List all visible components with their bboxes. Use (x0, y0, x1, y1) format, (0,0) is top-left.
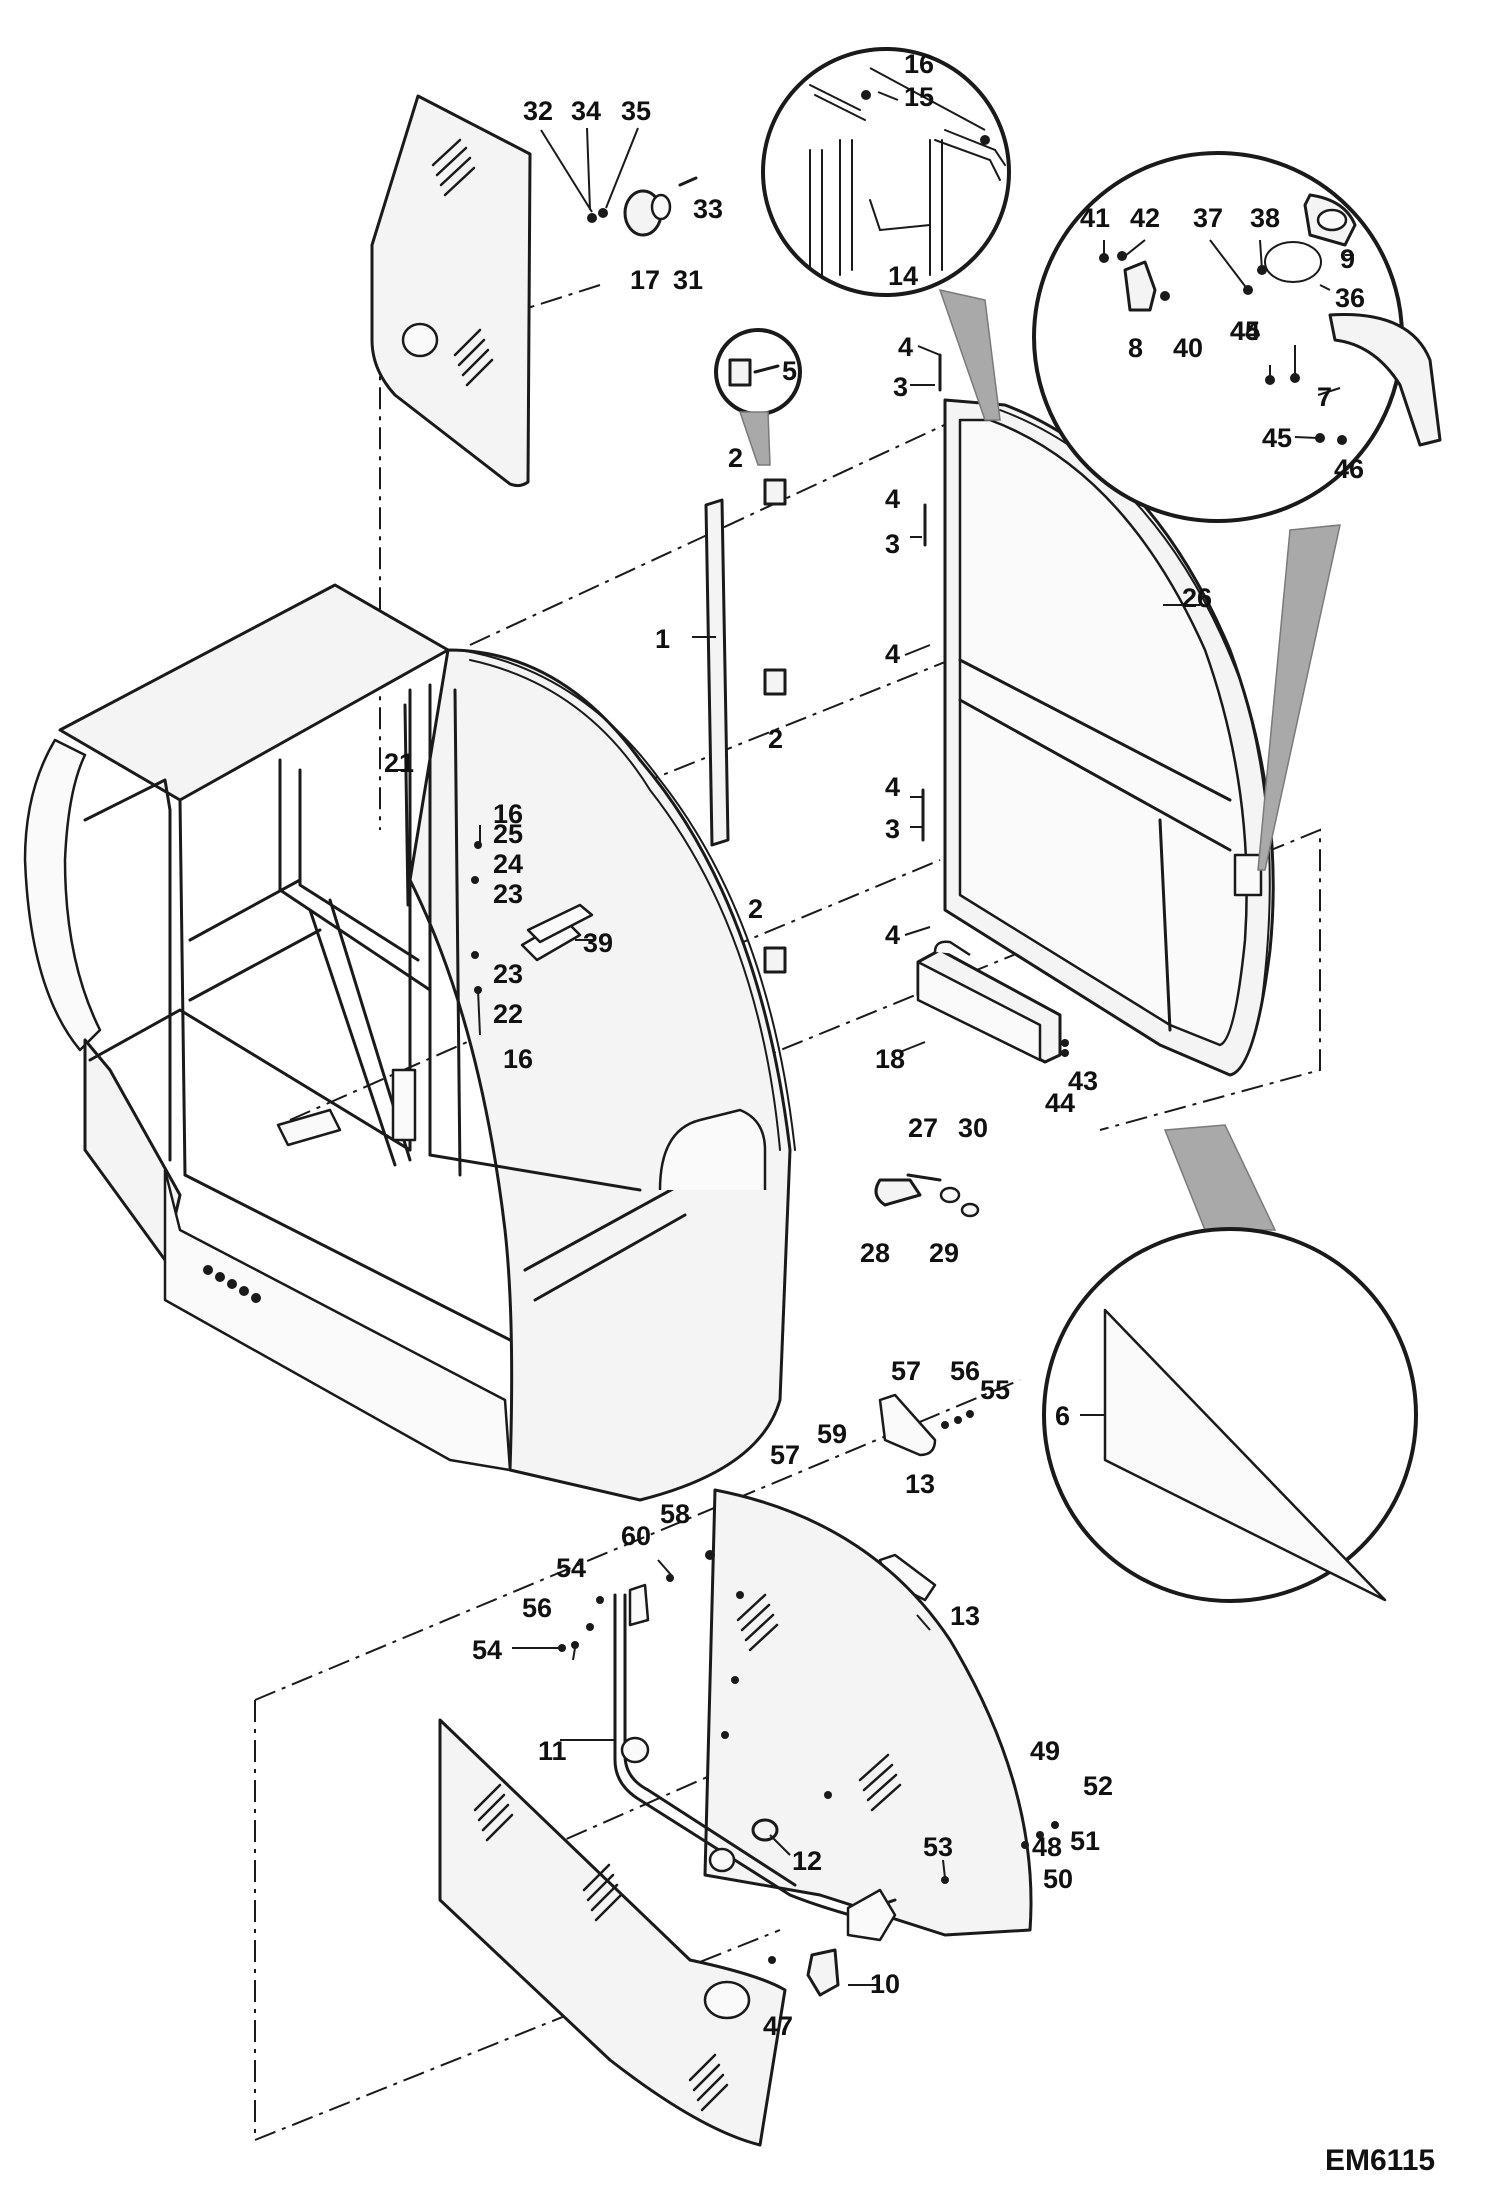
callout-label: 4 (885, 920, 900, 950)
callout-label: 37 (1193, 203, 1223, 233)
callout-label: 16 (904, 49, 934, 79)
callout-label: 58 (660, 1499, 690, 1529)
callout-label: 16 (493, 799, 523, 829)
rear-glass-panel (370, 94, 532, 488)
door-glass-frame-bar (512, 1559, 1059, 1997)
interior-trim-parts (396, 703, 595, 1036)
callout-label: 46 (1334, 454, 1364, 484)
callout-label: 53 (923, 1832, 953, 1862)
callout-label: 55 (980, 1375, 1010, 1405)
callout-label: 23 (493, 879, 523, 909)
callout-label: 9 (1340, 244, 1355, 274)
callout-label: 22 (493, 999, 523, 1029)
door-glass-panel (703, 1488, 1033, 1937)
callout-label: 25 (493, 819, 523, 849)
callout-label: 3 (893, 372, 908, 402)
callout-label: 8 (1128, 333, 1143, 363)
callout-label: 42 (1130, 203, 1160, 233)
callout-label: 51 (1070, 1826, 1100, 1856)
callout-label: 50 (1043, 1864, 1073, 1894)
callout-label: 31 (673, 265, 703, 295)
rear-glass-latch-hardware (540, 127, 698, 237)
callout-labels: 1 2 2 2 3 3 3 4 4 4 4 4 5 6 7 8 9 10 11 … (384, 49, 1365, 2041)
callout-label: 36 (1335, 283, 1365, 313)
callout-label: 26 (1182, 583, 1212, 613)
callout-label: 52 (1083, 1771, 1113, 1801)
callout-label: 24 (493, 849, 523, 879)
callout-label: 32 (523, 96, 553, 126)
callout-label: 23 (493, 959, 523, 989)
cab-frame (23, 583, 796, 1502)
door-frame (943, 398, 1275, 1077)
callout-label: 47 (763, 2011, 793, 2041)
callout-label: 15 (904, 82, 934, 112)
callout-label: 21 (384, 748, 414, 778)
callout-label: 27 (908, 1113, 938, 1143)
callout-label: 13 (905, 1469, 935, 1499)
callout-label: 54 (556, 1553, 586, 1583)
callout-label: 3 (885, 814, 900, 844)
callout-label: 4 (885, 772, 900, 802)
callout-label: 54 (472, 1635, 502, 1665)
callout-label: 57 (891, 1356, 921, 1386)
callout-label: 14 (888, 261, 918, 291)
callout-label: 60 (621, 1521, 651, 1551)
callout-label: 5 (782, 356, 797, 386)
callout-label: 56 (950, 1356, 980, 1386)
callout-label: 7 (1317, 382, 1332, 412)
lower-glass-panel (438, 1718, 787, 2147)
callout-label: 40 (1173, 333, 1203, 363)
callout-label: 44 (1230, 316, 1260, 346)
callout-label: 34 (571, 96, 601, 126)
detail-circle-door-latch (1032, 151, 1442, 871)
callout-label: 18 (875, 1044, 905, 1074)
grab-handle-parts (874, 1173, 980, 1218)
callout-label: 59 (817, 1419, 847, 1449)
callout-label: 6 (1055, 1401, 1070, 1431)
detail-circle-upper-hinge (761, 47, 1011, 421)
callout-label: 33 (693, 194, 723, 224)
callout-label: 10 (870, 1969, 900, 1999)
callout-label: 44 (1045, 1088, 1075, 1118)
callout-label: 57 (770, 1440, 800, 1470)
callout-label: 4 (898, 332, 913, 362)
callout-label: 2 (768, 724, 783, 754)
callout-label: 29 (929, 1238, 959, 1268)
callout-label: 2 (728, 443, 743, 473)
callout-label: 30 (958, 1113, 988, 1143)
door-hooks (904, 345, 942, 936)
callout-label: 48 (1032, 1832, 1062, 1862)
callout-label: 41 (1080, 203, 1110, 233)
callout-label: 28 (860, 1238, 890, 1268)
detail-circle-5 (714, 328, 802, 466)
callout-label: 17 (630, 265, 660, 295)
callout-label: 35 (621, 96, 651, 126)
callout-label: 56 (522, 1593, 552, 1623)
callout-label: 4 (885, 639, 900, 669)
callout-label: 16 (503, 1044, 533, 1074)
callout-label: 1 (655, 624, 670, 654)
drawing-code: EM6115 (1325, 2144, 1435, 2177)
hinge-strip (692, 478, 787, 974)
callout-label: 43 (1068, 1066, 1098, 1096)
callout-label: 45 (1230, 316, 1260, 346)
callout-label: 2 (748, 894, 763, 924)
storage-box (899, 940, 1069, 1064)
detail-circle-6 (1042, 1124, 1418, 1603)
callout-label: 38 (1250, 203, 1280, 233)
callout-label: 49 (1030, 1736, 1060, 1766)
callout-label: 4 (885, 484, 900, 514)
callout-label: 3 (885, 529, 900, 559)
callout-label: 45 (1262, 423, 1292, 453)
callout-label: 39 (583, 928, 613, 958)
callout-label: 13 (950, 1601, 980, 1631)
callout-label: 11 (538, 1736, 567, 1766)
hinge-brackets (878, 1393, 974, 1602)
callout-label: 12 (792, 1846, 822, 1876)
